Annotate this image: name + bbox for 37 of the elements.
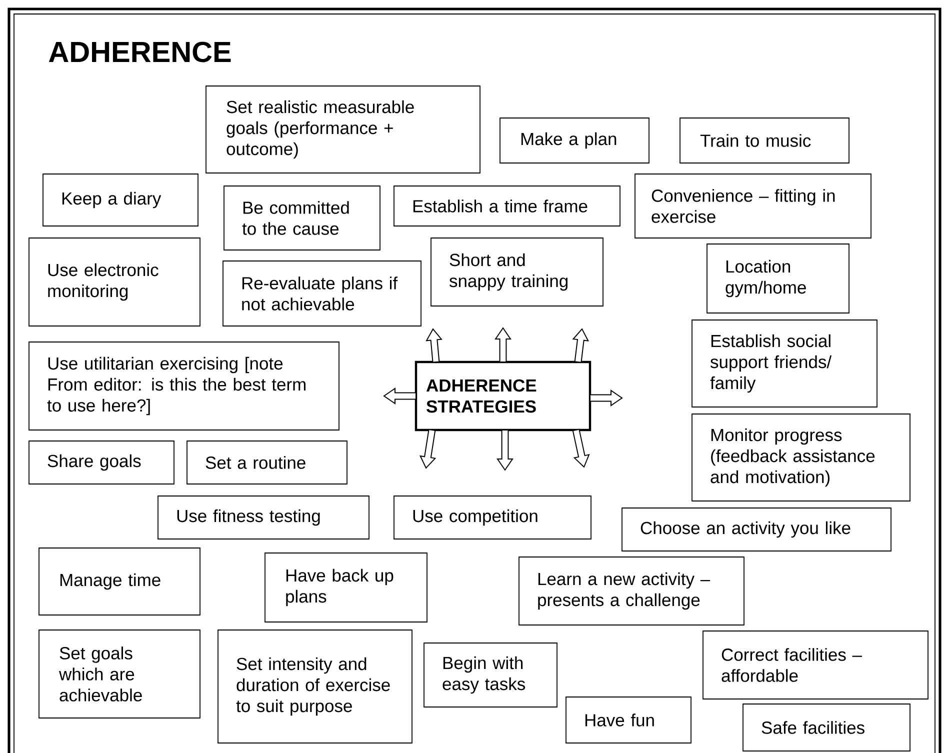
- strategy-box: Use utilitarian exercising [note From editor: is this the best term to use here?]: [28, 342, 340, 430]
- block-arrow: [496, 430, 514, 471]
- strategy-box: Use competition: [394, 496, 592, 540]
- strategy-box: Begin with easy tasks: [424, 642, 558, 708]
- strategy-box: Learn a new activity – presents a challenge: [518, 556, 744, 626]
- strategy-box: Location gym/home: [706, 244, 850, 314]
- title: ADHERENCE: [48, 42, 231, 62]
- strategy-box: Correct facilities – affordable: [702, 630, 928, 700]
- strategy-box: Keep a diary: [42, 174, 198, 226]
- strategy-box: Share goals: [28, 440, 174, 484]
- strategy-box: Make a plan: [500, 118, 650, 164]
- strategy-box: Monitor progress (feedback assistance and motivation): [692, 414, 910, 502]
- strategy-box: Have back up plans: [264, 552, 428, 622]
- block-arrow: [494, 327, 512, 362]
- strategy-box: Set goals which are achievable: [38, 630, 200, 718]
- block-arrow: [590, 390, 623, 406]
- block-arrow: [426, 328, 442, 363]
- strategy-box: Establish social support friends/ family: [692, 320, 878, 408]
- strategy-box: Set a routine: [186, 440, 348, 484]
- strategy-box: Convenience – fitting in exercise: [634, 174, 872, 238]
- strategy-box: Train to music: [680, 118, 850, 164]
- strategy-box: Set intensity and duration of exercise to suit purpose: [218, 630, 412, 744]
- strategy-box: Re-evaluate plans if not achievable: [222, 260, 422, 326]
- block-arrow: [383, 388, 416, 404]
- strategy-box: Be committed to the cause: [224, 186, 380, 250]
- strategy-box: Choose an activity you like: [622, 508, 892, 552]
- strategy-box: Use electronic monitoring: [28, 238, 200, 326]
- central-box: ADHERENCE STRATEGIES: [414, 360, 592, 432]
- strategy-box: Manage time: [38, 548, 200, 616]
- strategy-box: Short and snappy training: [430, 238, 604, 306]
- block-arrow: [572, 428, 590, 468]
- strategy-box: Use fitness testing: [158, 496, 370, 540]
- strategy-box: Have fun: [566, 696, 692, 744]
- strategy-box: Safe facilities: [742, 704, 910, 752]
- strategy-box: Set realistic measurable goals (performance + outcome): [206, 86, 480, 174]
- strategy-box: Establish a time frame: [394, 186, 620, 226]
- block-arrow: [572, 328, 589, 363]
